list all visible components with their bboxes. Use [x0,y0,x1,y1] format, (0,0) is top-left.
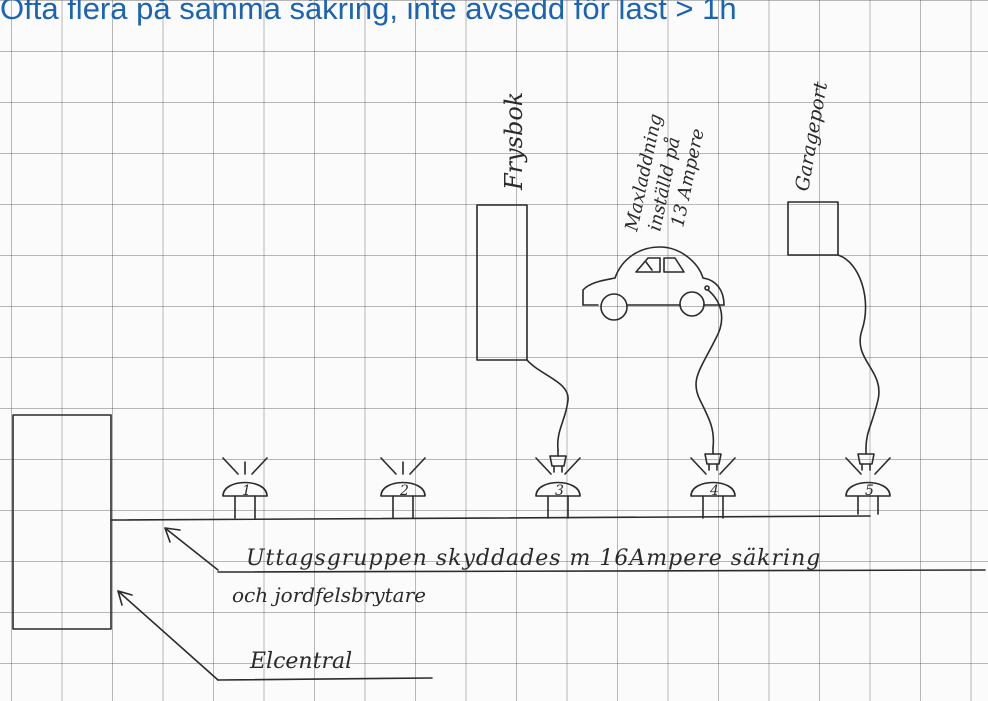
outlet-4: 4 [690,457,736,519]
outlet-5-number: 5 [865,483,874,499]
group-underline [217,569,986,573]
panel-underline [217,677,433,681]
garage-label: Garageport [791,80,832,193]
panel-arrow [117,590,219,681]
outlet-2: 2 [380,457,426,519]
panel-label: Elcentral [249,649,352,674]
bus-wire [110,515,871,521]
outlet-2-number: 2 [399,483,409,499]
group-label-line2: och jordfelsbrytare [232,583,426,607]
group-label-line1: Uttagsgruppen skyddades m 16Ampere säkri… [246,546,821,571]
car-cable [695,289,723,449]
electrical-panel-box [12,414,112,630]
freezer-label: Frysbok [500,92,528,191]
group-arrow [164,527,219,571]
page-title: Ofta flera på samma säkring, inte avsedd… [0,0,737,26]
outlet-1-number: 1 [242,483,251,499]
freezer-box [476,204,528,361]
plug-5 [857,447,875,471]
car-drawing [582,246,725,321]
plug-4 [704,447,722,471]
outlet-1: 1 [222,457,268,519]
garage-box [787,201,839,256]
outlet-4-number: 4 [709,483,719,499]
garage-cable [837,254,880,449]
plug-3 [549,449,567,473]
freezer-cable [526,359,569,451]
outlet-5: 5 [845,457,891,515]
outlet-3-number: 3 [555,483,564,499]
outlet-3: 3 [535,457,581,519]
